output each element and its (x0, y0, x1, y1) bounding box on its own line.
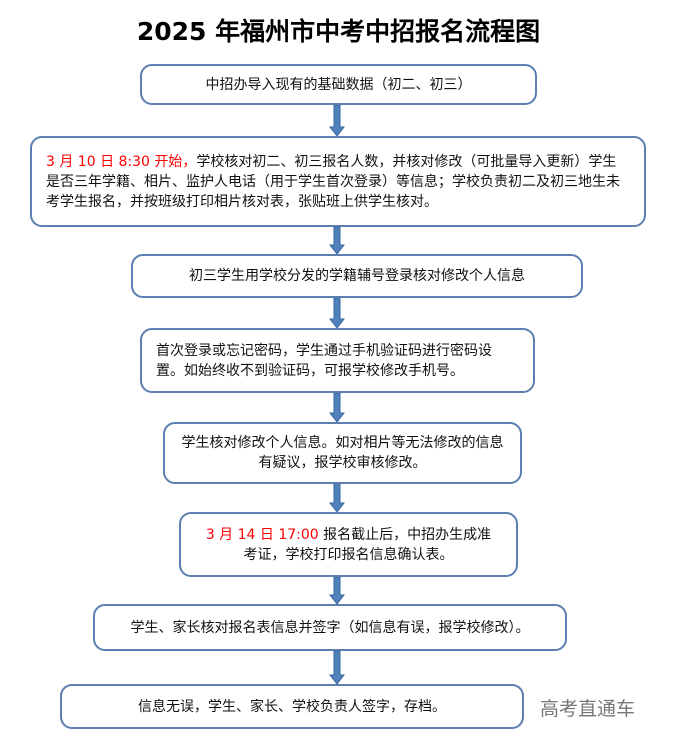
step-6: 3 月 14 日 17:00 报名截止后，中招办生成准考证，学校打印报名信息确认… (179, 512, 518, 577)
step-4-text: 首次登录或忘记密码，学生通过手机验证码进行密码设置。如始终收不到验证码，可报学校… (156, 342, 492, 379)
step-3-text: 初三学生用学校分发的学籍辅号登录核对修改个人信息 (189, 268, 525, 284)
step-5: 学生核对修改个人信息。如对相片等无法修改的信息有疑议，报学校审核修改。 (163, 422, 522, 484)
down-arrow-icon (329, 577, 345, 604)
step-7: 学生、家长核对报名表信息并签字（如信息有误，报学校修改）。 (93, 604, 567, 651)
down-arrow-icon (329, 651, 345, 684)
step-1: 中招办导入现有的基础数据（初二、初三） (140, 64, 537, 105)
step-2-text: 学校核对初二、初三报名人数，并核对修改（可批量导入更新）学生是否三年学籍、相片、… (46, 153, 620, 210)
step-6-date: 3 月 14 日 17:00 (205, 526, 324, 543)
step-8: 信息无误，学生、家长、学校负责人签字，存档。 (60, 684, 524, 729)
page-title: 2025 年福州市中考中招报名流程图 (136, 17, 541, 46)
watermark: 高考直通车 (540, 698, 636, 720)
step-8-text: 信息无误，学生、家长、学校负责人签字，存档。 (138, 698, 446, 715)
step-2-date: 3 月 10 日 8:30 开始， (46, 153, 197, 170)
step-1-text: 中招办导入现有的基础数据（初二、初三） (205, 76, 472, 93)
down-arrow-icon (329, 105, 345, 136)
step-5-text: 学生核对修改个人信息。如对相片等无法修改的信息有疑议，报学校审核修改。 (181, 435, 504, 471)
down-arrow-icon (329, 227, 345, 254)
step-4: 首次登录或忘记密码，学生通过手机验证码进行密码设置。如始终收不到验证码，可报学校… (140, 328, 535, 393)
down-arrow-icon (329, 393, 345, 422)
step-2: 3 月 10 日 8:30 开始，学校核对初二、初三报名人数，并核对修改（可批量… (30, 136, 646, 227)
step-7-text: 学生、家长核对报名表信息并签字（如信息有误，报学校修改）。 (130, 619, 530, 636)
down-arrow-icon (329, 298, 345, 328)
step-3: 初三学生用学校分发的学籍辅号登录核对修改个人信息 (131, 254, 583, 298)
down-arrow-icon (329, 484, 345, 512)
step-6-text: 报名截止后，中招办生成准考证，学校打印报名信息确认表。 (243, 526, 492, 563)
